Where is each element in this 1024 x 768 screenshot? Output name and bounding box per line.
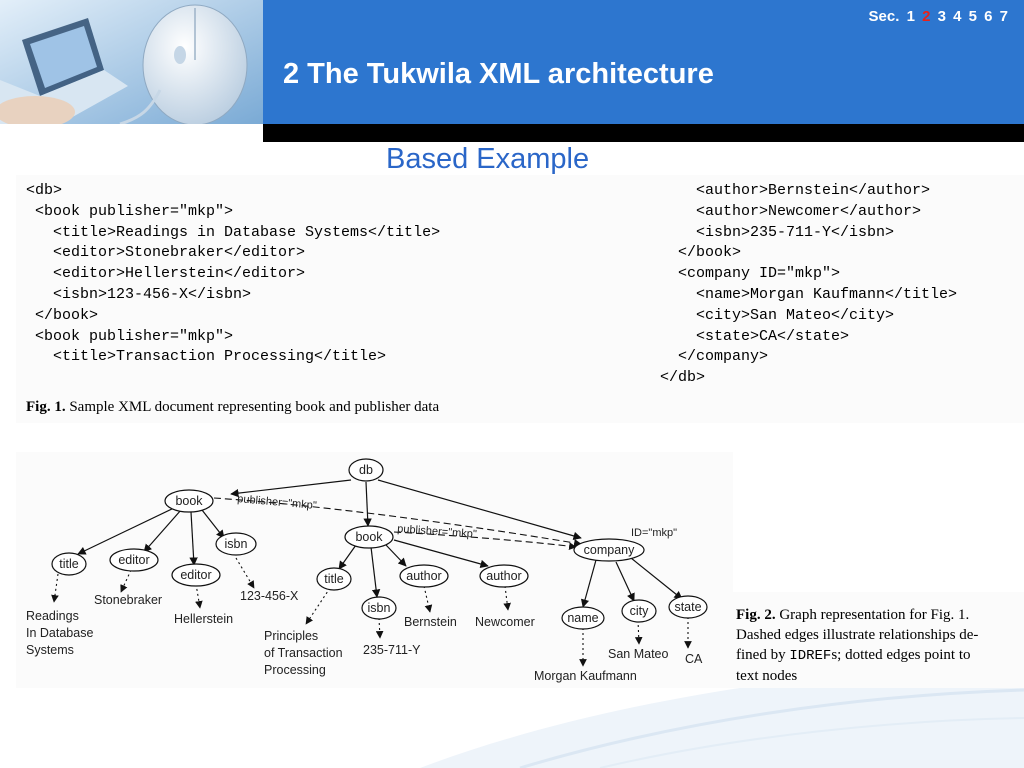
figure1-caption-text: Sample XML document representing book an… xyxy=(69,399,440,415)
figure2-caption-label: Fig. 2. xyxy=(736,607,776,623)
node-book-1: book xyxy=(175,494,203,508)
section-nav: Sec. 1 2 3 4 5 6 7 xyxy=(869,8,1008,25)
code-line: <company ID="mkp"> xyxy=(660,265,841,283)
code-line: <name>Morgan Kaufmann</title> xyxy=(660,285,958,303)
figure2-caption: Fig. 2. Graph representation for Fig. 1.… xyxy=(736,605,1024,686)
edge-label-publisher-2: publisher="mkp" xyxy=(397,523,477,541)
section-link-6[interactable]: 6 xyxy=(984,8,993,25)
node-db: db xyxy=(359,463,373,477)
code-line: </book> xyxy=(660,244,742,262)
text-isbn-1: 123-456-X xyxy=(240,589,299,603)
node-company: company xyxy=(584,543,635,557)
node-editor-1: editor xyxy=(118,553,149,567)
text-ca: CA xyxy=(685,652,703,666)
figure2-caption-text-1: Graph representation for Fig. 1. xyxy=(779,607,970,623)
figure2-caption-line-2: Dashed edges illustrate relationships de… xyxy=(736,627,979,643)
code-line: <city>San Mateo</city> xyxy=(660,306,895,324)
code-line: <editor>Hellerstein</editor> xyxy=(26,265,306,283)
section-prefix: Sec. xyxy=(868,8,900,25)
figure1-caption: Fig. 1. Sample XML document representing… xyxy=(26,397,439,417)
figure2-caption-text-3a: fined by xyxy=(736,647,790,663)
code-line: <book publisher="mkp"> xyxy=(26,202,234,220)
slide-title: 2 The Tukwila XML architecture xyxy=(283,58,714,90)
node-author-1: author xyxy=(406,569,441,583)
code-line: </company> xyxy=(660,348,769,366)
xml-code-right: <author>Bernstein</author> <author>Newco… xyxy=(660,181,957,389)
section-link-3[interactable]: 3 xyxy=(937,8,946,25)
code-line: <book publisher="mkp"> xyxy=(26,327,234,345)
node-isbn-2: isbn xyxy=(368,601,391,615)
code-line: <db> xyxy=(26,182,63,199)
section-link-5[interactable]: 5 xyxy=(968,8,977,25)
code-line: <title>Transaction Processing</title> xyxy=(26,348,387,366)
text-readings-2: In Database xyxy=(26,626,93,640)
text-principles-1: Principles xyxy=(264,629,318,643)
figure2-caption-line-1: Fig. 2. Graph representation for Fig. 1. xyxy=(736,605,1024,625)
code-line: <state>CA</state> xyxy=(660,327,850,345)
text-morgan-kaufmann: Morgan Kaufmann xyxy=(534,669,637,683)
text-san-mateo: San Mateo xyxy=(608,647,669,661)
node-author-2: author xyxy=(486,569,521,583)
text-readings-3: Systems xyxy=(26,643,74,657)
node-title-2: title xyxy=(324,572,344,586)
text-hellerstein: Hellerstein xyxy=(174,612,233,626)
figure2-caption-text-3b: s; dotted edges point to xyxy=(831,647,971,663)
computer-mouse-photo-icon xyxy=(0,0,263,124)
slide-subtitle: Based Example xyxy=(386,143,590,175)
section-link-1[interactable]: 1 xyxy=(906,8,915,25)
edge-label-publisher-1: publisher="mkp" xyxy=(237,493,317,512)
code-line: <isbn>123-456-X</isbn> xyxy=(26,285,252,303)
header-stripe xyxy=(263,124,1024,142)
code-line: <title>Readings in Database Systems</tit… xyxy=(26,223,441,241)
node-isbn-1: isbn xyxy=(225,537,248,551)
figure2-graph: db book book company title editor editor… xyxy=(16,452,733,688)
node-editor-2: editor xyxy=(180,568,211,582)
section-link-7[interactable]: 7 xyxy=(999,8,1008,25)
text-stonebraker: Stonebraker xyxy=(94,593,162,607)
text-principles-3: Processing xyxy=(264,663,326,677)
code-line: <author>Newcomer</author> xyxy=(660,202,922,220)
node-book-2: book xyxy=(355,530,383,544)
text-readings-1: Readings xyxy=(26,609,79,623)
code-line: </db> xyxy=(660,369,706,387)
section-link-4[interactable]: 4 xyxy=(953,8,962,25)
node-title-1: title xyxy=(59,557,79,571)
section-link-2[interactable]: 2 xyxy=(922,8,931,25)
code-line: </book> xyxy=(26,306,99,324)
figure1-panel xyxy=(16,175,1024,423)
header-photo xyxy=(0,0,263,124)
code-line: <author>Bernstein</author> xyxy=(660,182,931,199)
code-line: <editor>Stonebraker</editor> xyxy=(26,244,306,262)
edge-label-company-id: ID="mkp" xyxy=(631,527,677,539)
figure1-caption-label: Fig. 1. xyxy=(26,399,66,415)
text-newcomer: Newcomer xyxy=(475,615,535,629)
node-name: name xyxy=(567,611,598,625)
code-line: <isbn>235-711-Y</isbn> xyxy=(660,223,895,241)
figure2-caption-line-3: fined by IDREFs; dotted edges point to xyxy=(736,645,1024,666)
figure2-caption-idref: IDREF xyxy=(789,648,832,664)
text-isbn-2: 235-711-Y xyxy=(363,643,421,657)
figure2-caption-line-4: text nodes xyxy=(736,668,798,684)
xml-code-left: <db> <book publisher="mkp"> <title>Readi… xyxy=(26,181,440,368)
figure2-caption-panel xyxy=(733,592,1024,688)
text-bernstein: Bernstein xyxy=(404,615,457,629)
node-state: state xyxy=(674,600,701,614)
node-city: city xyxy=(630,604,650,618)
text-principles-2: of Transaction xyxy=(264,646,343,660)
